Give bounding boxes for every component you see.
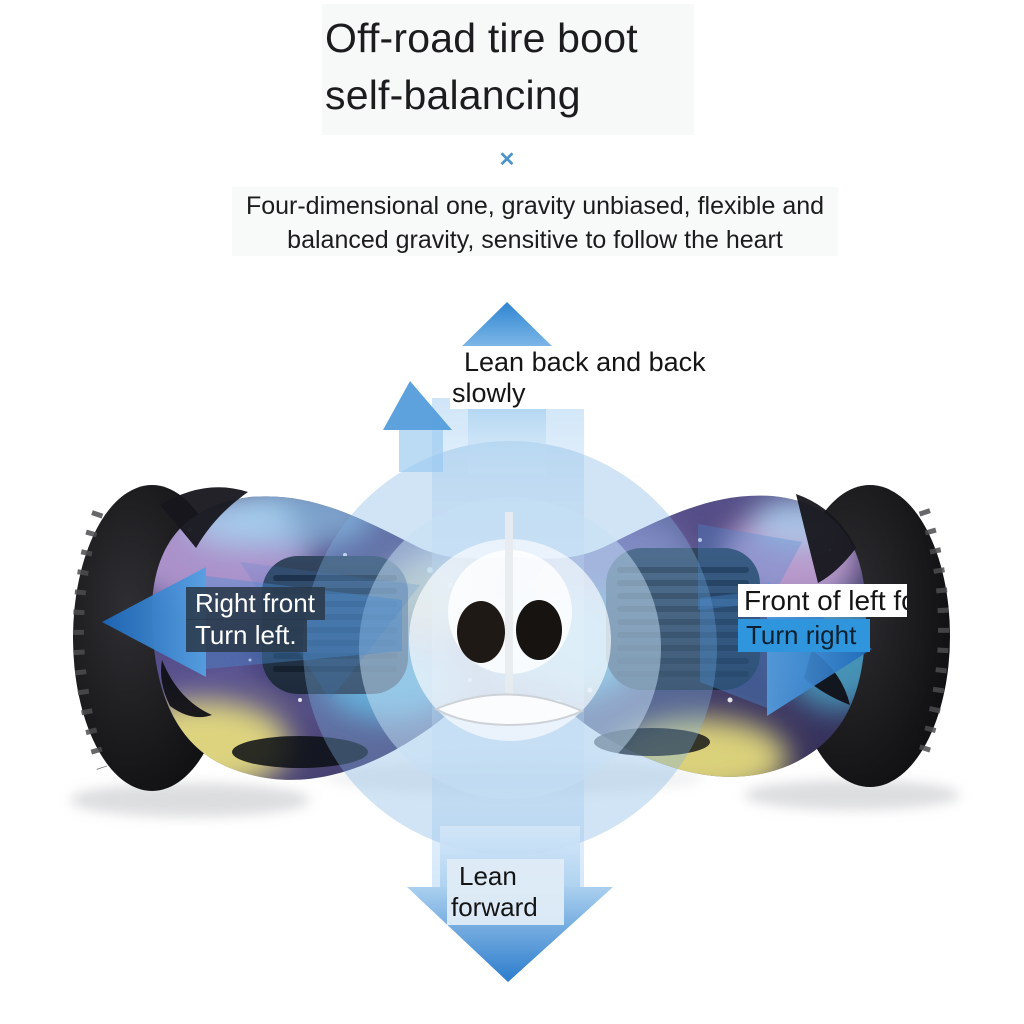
lean-back-label: Lean back and back slowly (450, 346, 757, 409)
subtitle-line-2: balanced gravity, sensitive to follow th… (287, 226, 783, 254)
right-front-label: Right front (186, 587, 325, 620)
subtitle-panel (232, 187, 838, 256)
title-line-1: Off-road tire boot (325, 15, 638, 61)
center-hinge (433, 512, 585, 727)
lean-forward-line-1: Lean (459, 861, 517, 891)
x-separator-icon: ✕ (498, 149, 516, 171)
page-title: Off-road tire boot self-balancing (325, 10, 715, 124)
lean-forward-label: Lean forward (447, 859, 564, 925)
lean-back-line-2: slowly (452, 378, 526, 408)
front-of-left-foot-label: Front of left fo (738, 584, 907, 617)
turn-right-label: Turn right (738, 619, 871, 652)
subtitle: Four-dimensional one, gravity unbiased, … (232, 189, 838, 257)
lean-forward-line-2: forward (451, 892, 538, 922)
lean-back-line-1: Lean back and back (464, 347, 706, 377)
subtitle-line-1: Four-dimensional one, gravity unbiased, … (245, 192, 825, 220)
turn-left-label: Turn left. (186, 619, 307, 652)
title-panel (322, 4, 694, 135)
title-line-2: self-balancing (325, 72, 581, 118)
